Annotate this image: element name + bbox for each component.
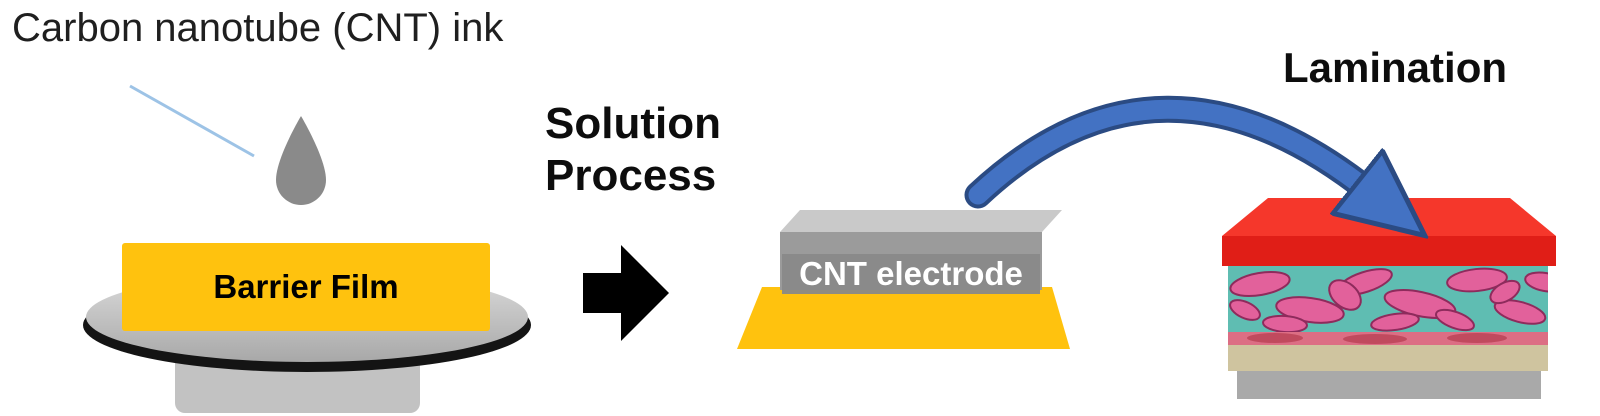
barrier-film: Barrier Film: [122, 243, 490, 331]
cnt-ink-label: Carbon nanotube (CNT) ink: [12, 6, 504, 50]
solution-process-line1: Solution: [545, 99, 721, 148]
curved-arrow-icon: [964, 95, 1500, 290]
substrate-layer: [1237, 371, 1541, 399]
cnt-electrode-label: CNT electrode: [782, 254, 1040, 294]
pointer-line: [129, 84, 255, 158]
right-block-arrow-shape: [583, 245, 669, 341]
droplet-icon: [276, 116, 326, 205]
device-stack: [1222, 198, 1556, 399]
solution-process-label: Solution Process: [545, 98, 721, 202]
active-layer-texture: [1229, 267, 1548, 332]
lamination-label: Lamination: [1283, 44, 1508, 91]
barrier-film-label: Barrier Film: [213, 268, 399, 305]
encapsulation-layer: [1222, 236, 1556, 266]
cnt-electrode-top-face: [780, 210, 1062, 232]
solution-process-line2: Process: [545, 150, 717, 200]
right-block-arrow-icon: [583, 245, 669, 341]
interface-layer-texture: [1247, 333, 1507, 344]
droplet-shape: [276, 116, 326, 205]
barrier-film-base: [737, 287, 1070, 349]
pointer-line-stroke: [129, 84, 255, 158]
curved-arrow-body: [968, 99, 1370, 195]
electrode-layer: [1228, 345, 1548, 371]
